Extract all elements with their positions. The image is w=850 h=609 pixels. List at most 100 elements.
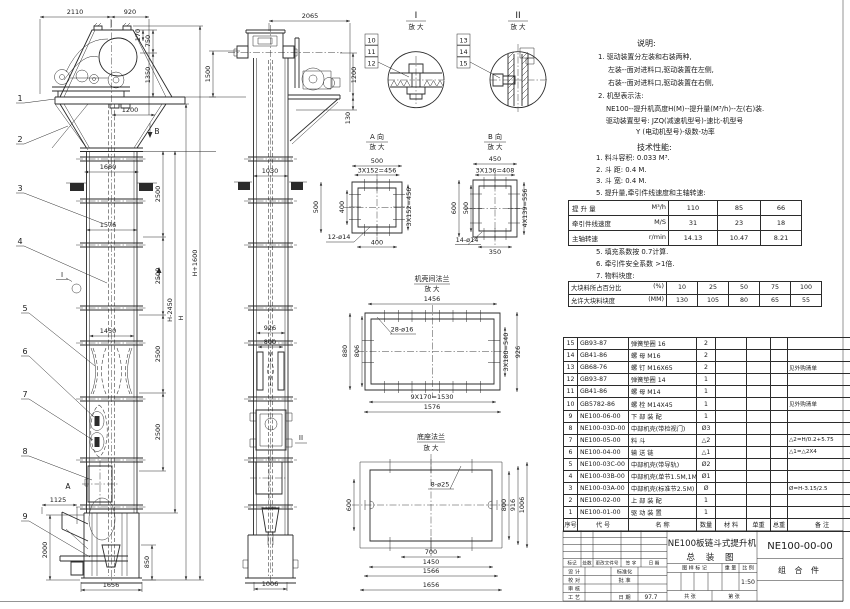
bom-cell: NE100-04-00 xyxy=(577,445,629,459)
bom-cell: 1 xyxy=(696,373,716,387)
bom-cell: 驱 动 装 置 xyxy=(628,506,697,520)
notes-lines-0: 1. 驱动装置分左装和右装两种, xyxy=(598,52,692,61)
rev_header-4: 日 期 xyxy=(649,561,660,567)
balloon-b9: 9 xyxy=(22,512,27,521)
bom-cell xyxy=(770,361,788,375)
bom-header: 序号 xyxy=(563,518,578,532)
rev_header-0: 标记 xyxy=(567,560,577,567)
bom-cell: △2=H/0.2+5.75 xyxy=(787,433,850,447)
notes-lines-6: Y (电动机型号)-级数-功率 xyxy=(636,127,715,136)
dim-d750: 750 xyxy=(144,35,152,47)
date_value: 97.7 xyxy=(645,595,658,601)
dim-d500: 500 xyxy=(462,202,470,214)
dim-d2500: 2500 xyxy=(154,186,162,203)
bom-cell xyxy=(746,361,771,375)
capacity-value: 10.47 xyxy=(717,230,761,246)
dim-dh28: 28-ø16 xyxy=(391,326,414,334)
bom-cell: 4 xyxy=(563,470,578,484)
bom-cell: △1 xyxy=(696,445,716,459)
drawing_no: NE100-00-00 xyxy=(767,541,833,552)
bom-cell xyxy=(746,385,771,399)
dim-d850: 850 xyxy=(143,556,151,568)
bom-cell: 5 xyxy=(563,457,578,472)
mark_label: 图 样 标 记 xyxy=(682,565,707,572)
lump-value: 100 xyxy=(790,281,822,295)
bom-cell xyxy=(715,421,747,435)
bom-cell xyxy=(770,397,788,411)
bom-cell xyxy=(787,385,850,399)
bom-cell xyxy=(770,349,788,363)
tech-items-2: 3. 斗 宽: 0.4 M. xyxy=(596,177,647,185)
capacity-value: 23 xyxy=(717,215,761,231)
balloon-b8: 8 xyxy=(22,447,27,456)
dim-d1456: 1456 xyxy=(424,295,441,303)
bom-cell xyxy=(715,433,747,447)
bom-cell: NE100-02-00 xyxy=(577,494,629,508)
tech-items2-1: 6. 牵引件安全系数 >1倍. xyxy=(596,259,675,268)
bom-header: 名 称 xyxy=(628,518,697,532)
row-label: 允许大块料块度 xyxy=(571,297,616,305)
bom-cell: 11 xyxy=(563,385,578,399)
dim-d1200: 1200 xyxy=(122,106,139,114)
balloon-b11: 11 xyxy=(367,48,375,56)
sig_rows-3-1: 日 期 xyxy=(618,594,630,601)
bom-cell: NE100-05-00 xyxy=(577,433,629,447)
balloon-b1: 1 xyxy=(17,94,22,103)
bom-cell: 弹簧垫圈 16 xyxy=(628,336,697,351)
bom-cell: 12 xyxy=(563,373,578,387)
dim-dh14: 14-ø14 xyxy=(456,236,479,244)
capacity-value: 85 xyxy=(717,200,761,216)
bom-header-row: 序号代 号名 称数量材 料单重总重备 注 xyxy=(563,518,850,532)
bom-cell: 2 xyxy=(696,349,716,363)
title-block: NE100板链斗式提升机总 装 图NE100-00-00组 合 件标记处数更改文… xyxy=(562,530,844,602)
enlarge-label: 放 大 xyxy=(408,22,424,31)
bom-cell xyxy=(787,470,850,484)
row-unit: M/S xyxy=(654,218,666,226)
tech-heading: 技术性能: xyxy=(637,143,672,152)
bom-cell: 螺 栓 M14X45 xyxy=(628,397,697,411)
dim-d916: 916 xyxy=(509,499,517,511)
bom-cell: NE100-03D-00 xyxy=(577,421,629,435)
dim-d456: 3X152=456 xyxy=(358,167,397,175)
dim-d1006: 1006 xyxy=(262,580,279,588)
bom-cell: GB93-87 xyxy=(577,336,629,351)
bom-cell xyxy=(770,506,788,520)
row-label: 牵引件线速度 xyxy=(572,220,611,228)
bom-cell xyxy=(770,385,788,399)
weight_label: 重 量 xyxy=(725,565,737,572)
bom-cell xyxy=(787,336,850,351)
bom-cell: 15 xyxy=(563,336,578,351)
dim-d1576: 1576 xyxy=(424,403,441,411)
bom-cell: 中部机壳(单节1.5M,1M) xyxy=(628,470,697,484)
dim-d500: 500 xyxy=(371,157,383,165)
bom-cell xyxy=(746,397,771,411)
bom-cell xyxy=(746,336,771,351)
bom-cell: 3 xyxy=(563,482,578,496)
dim-d926: 926 xyxy=(264,324,276,332)
row-unit: r/min xyxy=(648,233,666,241)
notes-heading: 说明: xyxy=(637,39,656,48)
bom-cell: 螺 钉 M16X65 xyxy=(628,361,697,375)
bom-cell: 见外购清单 xyxy=(787,361,850,375)
lump-value: 130 xyxy=(666,293,698,307)
dim-d800: 800 xyxy=(500,499,508,511)
flange_mid-label: 机壳间法兰 xyxy=(415,274,450,283)
tech-items2-2: 7. 物料块度: xyxy=(596,271,635,280)
title_line2: 总 装 图 xyxy=(686,551,737,563)
bom-cell xyxy=(770,470,788,484)
mark_ii-label: II xyxy=(299,434,303,442)
bom-cell: 螺 母 M16 xyxy=(628,349,697,363)
bom-cell: GB93-87 xyxy=(577,373,629,387)
dim-d500: 500 xyxy=(312,201,320,213)
bom-cell xyxy=(746,433,771,447)
bom-cell xyxy=(715,373,747,387)
